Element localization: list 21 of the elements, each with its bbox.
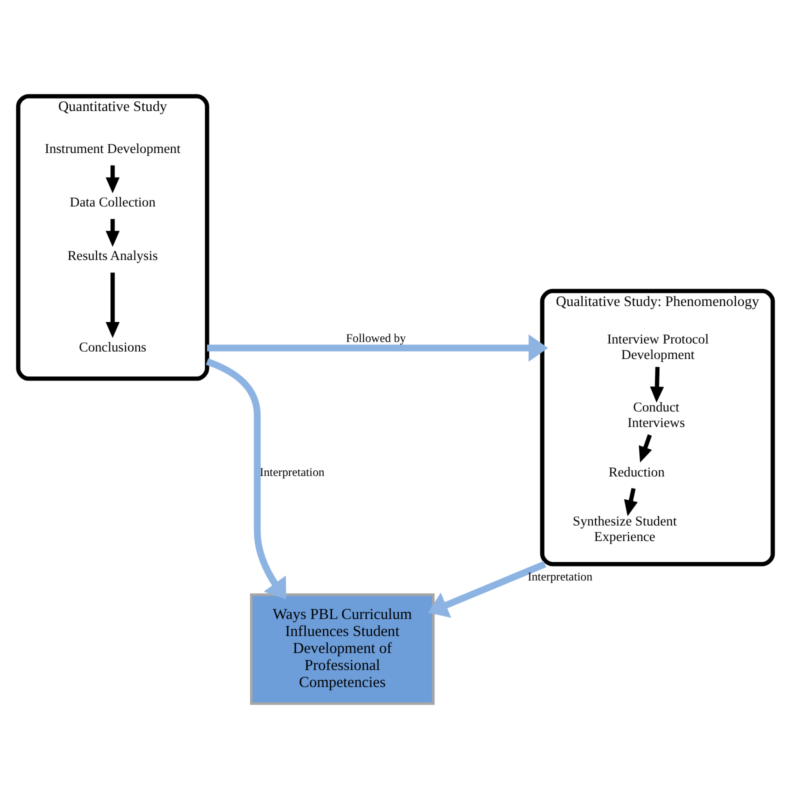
arrow xyxy=(106,164,120,193)
edge-label: Interpretation xyxy=(260,464,324,479)
arrow xyxy=(207,334,548,362)
node-text: Interview Protocol Development xyxy=(607,331,709,362)
arrow xyxy=(624,487,638,516)
arrow xyxy=(638,434,652,462)
arrow xyxy=(428,560,546,618)
node-box: Ways PBL Curriculum Influences Student Development of Professional Competencies xyxy=(250,592,435,704)
node-text: Synthesize Student Experience xyxy=(572,513,677,544)
arrow xyxy=(206,358,286,599)
edge-label: Followed by xyxy=(346,330,406,345)
node-text: Conclusions xyxy=(79,338,146,354)
edge-label: Interpretation xyxy=(528,568,592,583)
node-text: Data Collection xyxy=(70,194,156,210)
arrow xyxy=(106,272,120,338)
node-text: Results Analysis xyxy=(67,248,158,263)
node-text: Conduct Interviews xyxy=(628,399,685,430)
node-text: Instrument Development xyxy=(44,140,180,156)
node-text: Reduction xyxy=(608,464,665,479)
arrow xyxy=(106,218,120,246)
arrow xyxy=(650,366,664,402)
